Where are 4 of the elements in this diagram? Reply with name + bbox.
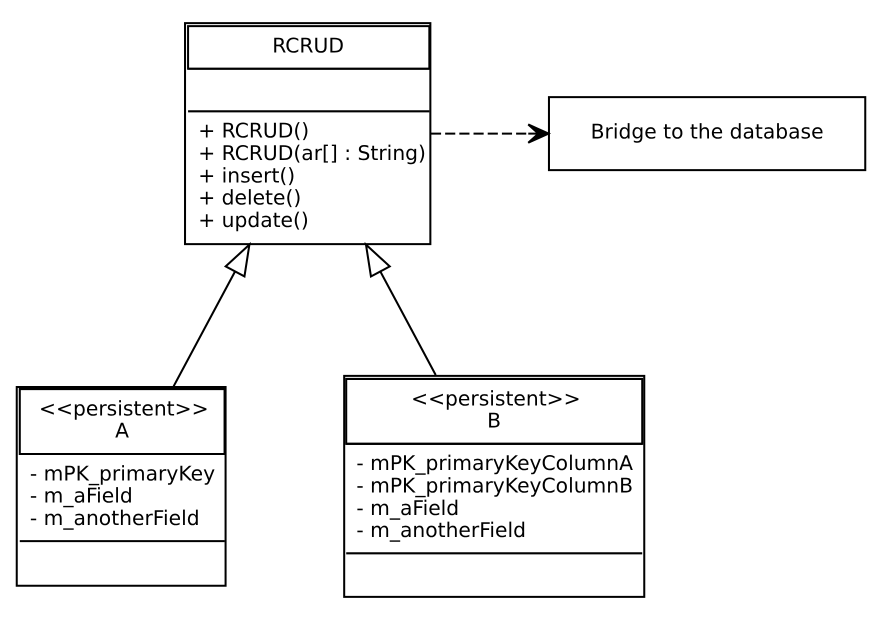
arrow (364, 241, 437, 375)
node-box: Bridge to the database (548, 96, 866, 171)
arrow (172, 241, 251, 386)
arrow (430, 122, 550, 144)
